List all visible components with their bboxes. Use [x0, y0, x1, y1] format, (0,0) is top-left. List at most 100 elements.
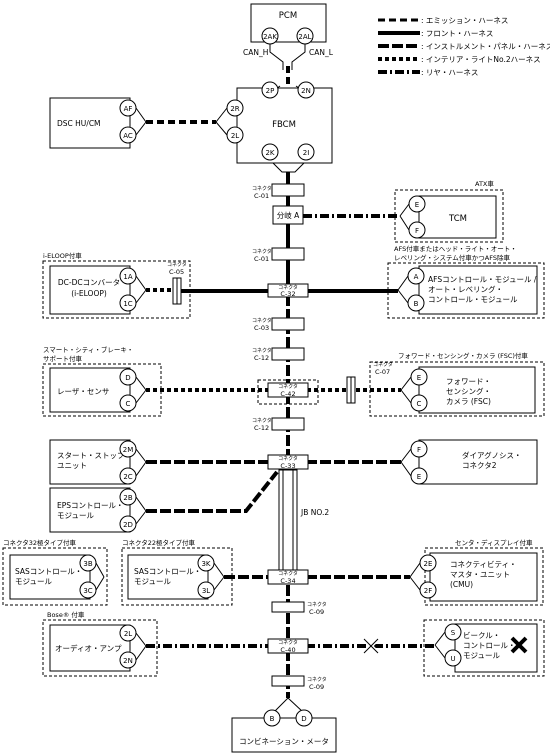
tcm-condition: ATX車: [475, 179, 494, 188]
svg-text:3L: 3L: [202, 587, 210, 595]
svg-text:C: C: [417, 400, 422, 408]
svg-text:3C: 3C: [83, 587, 92, 595]
svg-text:AF: AF: [124, 105, 133, 113]
connector-c01-top: [271, 183, 305, 197]
svg-text:2M: 2M: [123, 446, 134, 454]
svg-text:A: A: [414, 273, 419, 281]
svg-text:コネクタ: コネクタ: [278, 383, 298, 390]
svg-text:コネクタ: コネクタ: [252, 417, 272, 424]
svg-text:モジュール: モジュール: [463, 651, 500, 660]
svg-text:C-12: C-12: [254, 424, 269, 432]
svg-text:C-05: C-05: [169, 268, 184, 276]
svg-text:ユニット: ユニット: [57, 461, 87, 470]
start-stop-box: [49, 439, 131, 485]
diag-box: [418, 439, 538, 485]
svg-text:オーディオ・アンプ: オーディオ・アンプ: [55, 643, 122, 653]
meter-box: [231, 717, 337, 753]
svg-text:C-09: C-09: [309, 608, 324, 616]
svg-text:センシング・: センシング・: [446, 386, 491, 396]
svg-text:2F: 2F: [424, 587, 432, 595]
svg-text:D: D: [125, 374, 130, 382]
svg-text:2E: 2E: [424, 560, 433, 568]
svg-text:2L: 2L: [231, 132, 239, 140]
svg-text:コネクタ: コネクタ: [252, 317, 272, 324]
svg-text:コネクタ: コネクタ: [307, 601, 327, 608]
sas22-box: [127, 554, 209, 600]
svg-text:C-12: C-12: [254, 354, 269, 362]
svg-text:2R: 2R: [230, 105, 239, 113]
can-l-label: CAN_L: [309, 48, 334, 57]
svg-text:E: E: [417, 374, 421, 382]
svg-text:1A: 1A: [123, 273, 132, 281]
svg-text:スマート・シティ・ブレーキ・: スマート・シティ・ブレーキ・: [43, 345, 133, 354]
svg-text:コネクタ: コネクタ: [278, 570, 298, 577]
svg-text:C: C: [126, 400, 131, 408]
svg-text:2D: 2D: [123, 521, 133, 529]
svg-text:コントロール・: コントロール・: [463, 641, 516, 650]
svg-text:E: E: [415, 201, 419, 209]
svg-text:レベリング・システム付車かつAFS除車: レベリング・システム付車かつAFS除車: [394, 253, 511, 262]
legend-front: : フロント・ハーネス: [421, 29, 493, 38]
svg-text:マスタ・ユニット: マスタ・ユニット: [450, 570, 510, 579]
fbcm-box: [236, 87, 333, 164]
svg-text:分岐 A: 分岐 A: [277, 210, 300, 220]
svg-text:DC-DCコンバータ: DC-DCコンバータ: [58, 278, 120, 287]
svg-text:センタ・ディスプレイ付車: センタ・ディスプレイ付車: [455, 538, 533, 547]
connector-c12-lower: [271, 417, 305, 431]
svg-text:C-07: C-07: [375, 368, 390, 376]
svg-text:F: F: [417, 446, 421, 454]
legend-rear: : リヤ・ハーネス: [421, 68, 478, 77]
audio-box: [49, 624, 131, 672]
legend-emission: : エミッション・ハーネス: [421, 16, 508, 25]
sas32-box: [9, 554, 91, 600]
svg-text:SASコントロール・: SASコントロール・: [134, 567, 201, 576]
can-h-label: CAN_H: [243, 48, 268, 57]
svg-text:フォワード・センシング・カメラ (FSC)付車: フォワード・センシング・カメラ (FSC)付車: [398, 351, 528, 360]
svg-text:2N: 2N: [301, 87, 311, 95]
svg-text:2L: 2L: [124, 630, 132, 638]
dsc-name: DSC HU/CM: [57, 119, 101, 128]
svg-text:1C: 1C: [123, 300, 132, 308]
eps-box: [49, 487, 131, 533]
svg-text:B: B: [414, 300, 419, 308]
svg-text:コネクタ: コネクタ: [278, 455, 298, 462]
dcdc-condition: i-ELOOP付車: [43, 251, 82, 260]
svg-text:B: B: [270, 715, 275, 723]
fault-x-icon: [510, 636, 528, 654]
connector-c32: [267, 283, 309, 298]
dcdc-box: [49, 265, 131, 315]
svg-text:2P: 2P: [266, 87, 275, 95]
svg-text:コネクタ22極タイプ付車: コネクタ22極タイプ付車: [122, 538, 196, 547]
svg-text:フォワード・: フォワード・: [446, 377, 491, 386]
tcm-box: [418, 195, 497, 239]
jb-label: JB NO.2: [300, 508, 329, 517]
legend-interior: : インテリア・ライトNo.2ハーネス: [421, 55, 541, 64]
connector-c34: [267, 569, 309, 585]
svg-text:コネクタ: コネクタ: [373, 361, 393, 368]
svg-text:コントロール・モジュール: コントロール・モジュール: [428, 295, 518, 304]
svg-text:モジュール: モジュール: [15, 577, 52, 586]
svg-text:コネクタ: コネクタ: [252, 248, 272, 255]
svg-text:モジュール: モジュール: [57, 511, 94, 520]
svg-text:C-40: C-40: [280, 646, 295, 654]
svg-text:U: U: [450, 655, 455, 663]
cmu-box: [429, 552, 538, 602]
fsc-box: [418, 366, 536, 414]
svg-text:(CMU): (CMU): [450, 580, 473, 589]
svg-text:カメラ (FSC): カメラ (FSC): [446, 397, 491, 406]
connector-c03: [271, 317, 305, 331]
svg-text:AFS付車またはヘッド・ライト・オート・: AFS付車またはヘッド・ライト・オート・: [394, 244, 517, 253]
svg-text:コンビネーション・メータ: コンビネーション・メータ: [239, 737, 329, 746]
svg-text:コネクタ: コネクタ: [252, 347, 272, 354]
svg-text:コネクタ32極タイプ付車: コネクタ32極タイプ付車: [3, 538, 77, 547]
svg-text:コネクタ: コネクタ: [278, 639, 298, 646]
svg-text:AC: AC: [123, 132, 133, 140]
svg-text:3B: 3B: [83, 560, 92, 568]
svg-text:S: S: [451, 629, 456, 637]
svg-text:2C: 2C: [123, 473, 132, 481]
svg-text:C-34: C-34: [280, 577, 295, 585]
svg-text:EPSコントロール・: EPSコントロール・: [57, 501, 124, 510]
svg-text:D: D: [301, 715, 306, 723]
wire-break-icon: [362, 637, 380, 655]
svg-text:モジュール: モジュール: [134, 577, 171, 586]
